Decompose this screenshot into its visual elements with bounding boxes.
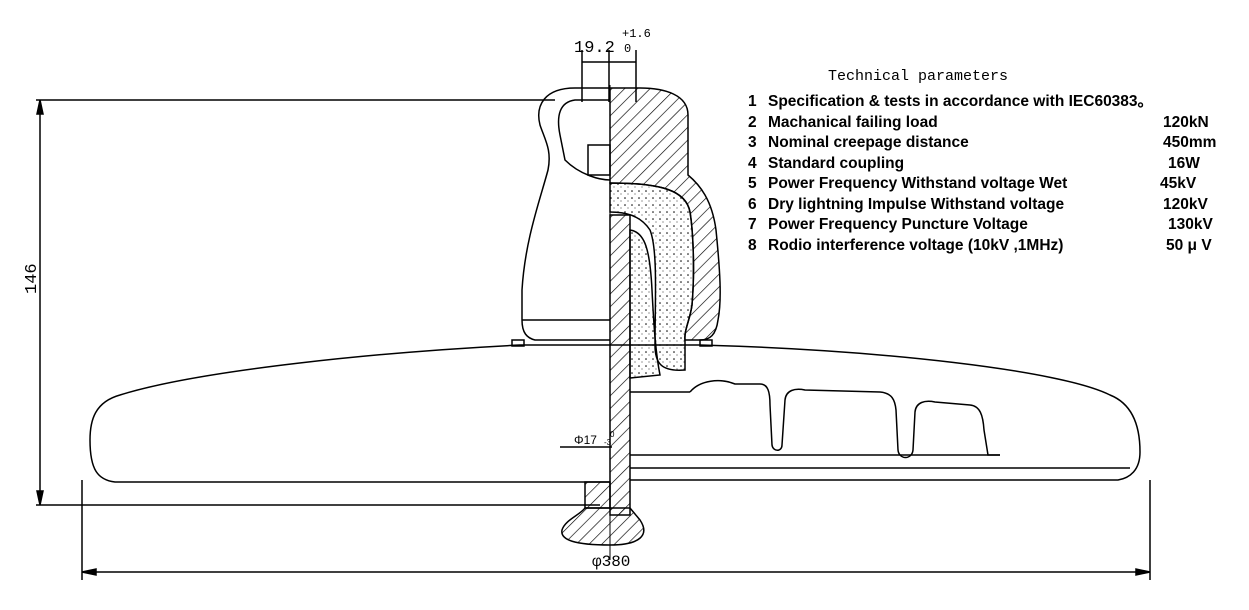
socket-width-label: 19.2 xyxy=(574,39,615,58)
height-label: 146 xyxy=(23,263,42,294)
parameters-title: Technical parameters xyxy=(828,68,1009,85)
shed-right xyxy=(610,344,1141,481)
pin-tol-lower: -3 xyxy=(604,438,612,447)
socket-tol-upper: +1.6 xyxy=(622,27,651,41)
pin-section xyxy=(609,214,631,516)
cap-left xyxy=(521,87,610,341)
pin-tol-upper: 0 xyxy=(610,430,615,439)
pin-ball xyxy=(561,507,645,546)
shed-left xyxy=(89,344,610,483)
socket-tol-lower: 0 xyxy=(624,42,631,56)
pin-diameter-label: Φ17 xyxy=(574,433,597,447)
diameter-label: φ380 xyxy=(592,553,630,571)
cement-section xyxy=(609,182,695,371)
